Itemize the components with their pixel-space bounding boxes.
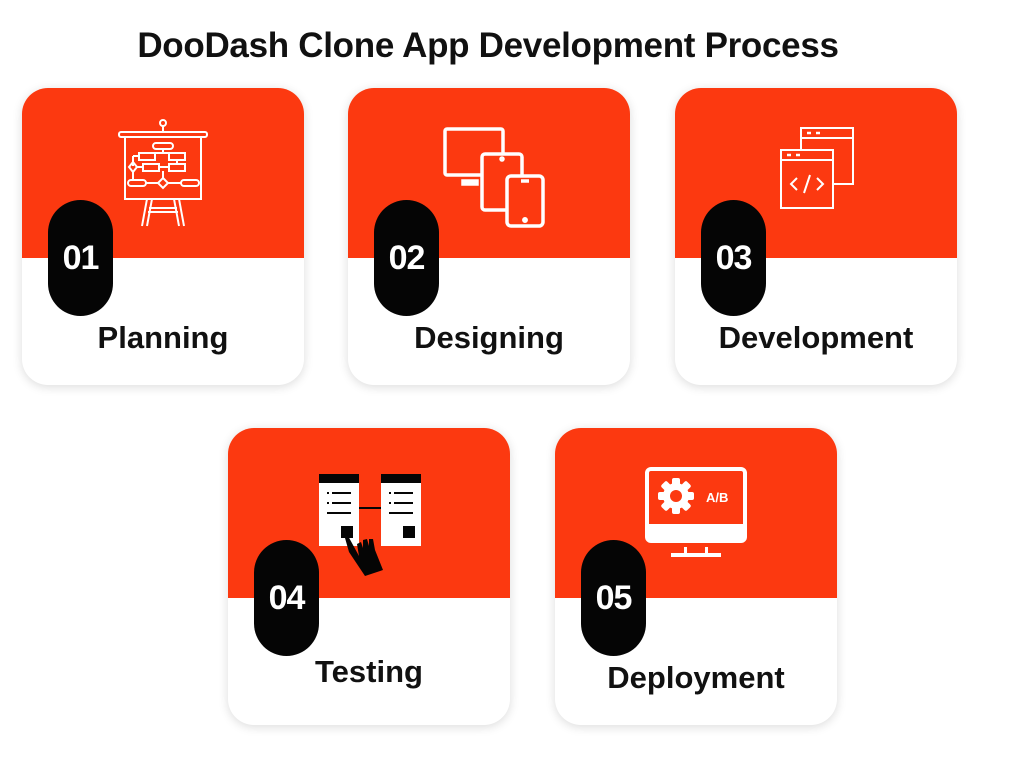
code-windows-icon (779, 126, 855, 215)
responsive-devices-icon (442, 126, 546, 235)
step-number-badge: 03 (701, 200, 766, 316)
step-label: Deployment (607, 660, 785, 695)
step-number-badge: 04 (254, 540, 319, 656)
monitor-gear-ab-icon: A/B (644, 466, 748, 563)
step-card-designing: 02 Designing (348, 88, 630, 385)
flowchart-presentation-board-icon (117, 118, 209, 235)
step-label: Development (718, 320, 914, 355)
step-card-deployment: A/B 05 Deployment (555, 428, 837, 725)
ab-test-hand-click-icon (317, 472, 421, 583)
step-label: Planning (97, 320, 229, 355)
step-number-badge: 02 (374, 200, 439, 316)
step-card-testing: 04 Testing (228, 428, 510, 725)
step-card-planning: 01 Planning (22, 88, 304, 385)
step-card-development: 03 Development (675, 88, 957, 385)
step-number-badge: 05 (581, 540, 646, 656)
step-label: Designing (414, 320, 564, 355)
step-label: Testing (315, 654, 423, 689)
svg-text:A/B: A/B (706, 490, 728, 505)
step-number-badge: 01 (48, 200, 113, 316)
page-title: DooDash Clone App Development Process (137, 26, 839, 65)
